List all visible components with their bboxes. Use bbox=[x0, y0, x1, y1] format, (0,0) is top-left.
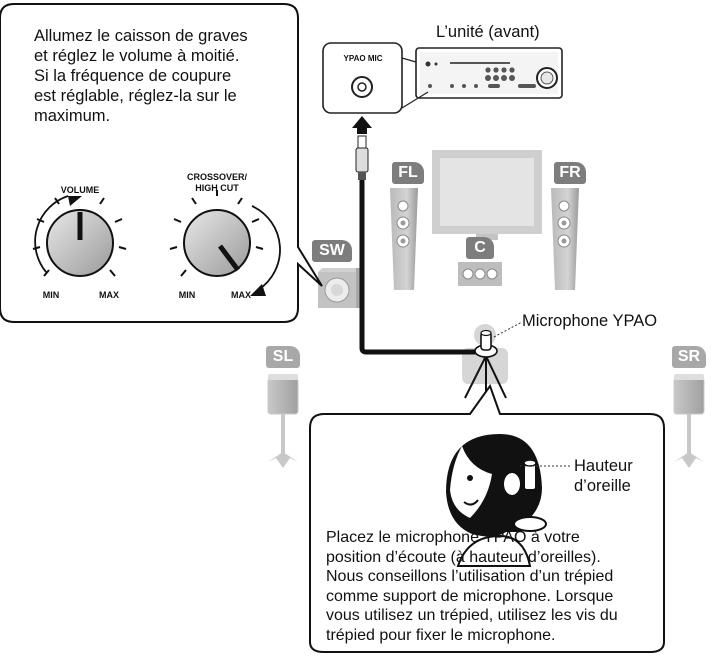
receiver-front-panel bbox=[415, 47, 563, 99]
microphone-cable bbox=[359, 178, 478, 355]
front-right-tag: FR bbox=[554, 162, 586, 184]
subwoofer-instruction: Allumez le caisson de graves et réglez l… bbox=[34, 27, 248, 125]
microphone-label: Microphone YPAO bbox=[522, 312, 658, 330]
listener-head-illustration bbox=[446, 434, 542, 567]
volume-min-label: MIN bbox=[42, 290, 60, 300]
tv bbox=[432, 150, 542, 240]
surround-left-speaker bbox=[267, 374, 299, 468]
volume-knob-label: VOLUME bbox=[60, 185, 100, 195]
surround-right-tag: SR bbox=[672, 346, 706, 368]
ear-height-label: Hauteur d’oreille bbox=[574, 457, 633, 495]
subwoofer-tag: SW bbox=[312, 240, 352, 262]
volume-max-label: MAX bbox=[99, 290, 119, 300]
microphone-plug bbox=[355, 135, 369, 180]
crossover-max-label: MAX bbox=[231, 290, 251, 300]
mic-jack-label: YPAO MIC bbox=[343, 54, 383, 63]
front-right-speaker bbox=[551, 188, 579, 290]
surround-left-tag: SL bbox=[266, 346, 300, 368]
front-left-speaker bbox=[390, 188, 418, 290]
surround-right-speaker bbox=[673, 374, 705, 468]
crossover-knob-label: CROSSOVER/ HIGH CUT bbox=[186, 172, 247, 193]
center-tag: C bbox=[466, 237, 494, 259]
volume-knob bbox=[32, 195, 127, 277]
subwoofer bbox=[318, 268, 362, 308]
center-speaker bbox=[458, 262, 502, 286]
ypao-mic-jack-box bbox=[322, 42, 429, 114]
crossover-min-label: MIN bbox=[178, 290, 196, 300]
microphone-leader-line bbox=[493, 321, 523, 338]
receiver-label: L’unité (avant) bbox=[436, 23, 540, 41]
plug-in-arrow bbox=[352, 116, 372, 134]
ear-height-microphone bbox=[513, 459, 547, 532]
placement-instruction: Placez le microphone YPAO à votre positi… bbox=[326, 529, 618, 644]
crossover-knob bbox=[169, 190, 281, 296]
ypao-microphone bbox=[464, 329, 507, 400]
front-left-tag: FL bbox=[392, 162, 424, 184]
